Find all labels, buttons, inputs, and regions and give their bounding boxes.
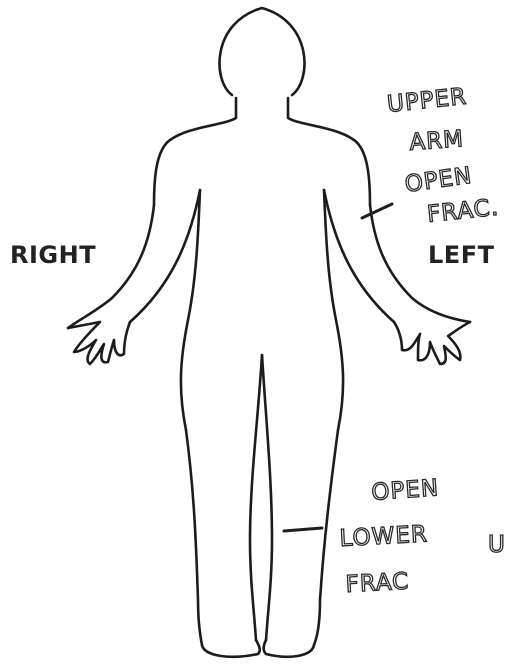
upper-arm-annotation: UPPER ARM OPEN FRAC. (386, 84, 500, 228)
lower-leg-note-line2: LOWER (339, 521, 429, 552)
upper-arm-injury-marker (362, 204, 392, 218)
left-foot (264, 640, 314, 657)
right-shoulder-outline (154, 98, 236, 205)
lower-leg-note-line3: FRAC (345, 569, 410, 598)
right-foot (202, 640, 260, 657)
left-shoulder-outline (288, 98, 370, 205)
lower-leg-injury-marker (284, 528, 322, 531)
right-side-label: RIGHT (10, 241, 96, 269)
upper-arm-note-line2: ARM (409, 126, 465, 156)
upper-arm-note-line3: OPEN (403, 163, 474, 198)
lower-leg-note-trailing: U (488, 532, 506, 558)
upper-arm-note-line1: UPPER (386, 84, 468, 118)
head-outline (220, 8, 305, 95)
left-side-label: LEFT (428, 241, 495, 269)
left-hand (394, 322, 470, 364)
left-leg-outer (314, 430, 338, 645)
lower-leg-annotation: OPEN LOWER FRAC U (339, 475, 506, 598)
left-leg-inner (262, 355, 272, 640)
right-leg-outer (186, 430, 202, 645)
lower-leg-note-line1: OPEN (371, 475, 440, 506)
right-hand (68, 322, 130, 364)
right-leg-inner (250, 355, 262, 640)
upper-arm-note-line4: FRAC. (426, 195, 500, 228)
